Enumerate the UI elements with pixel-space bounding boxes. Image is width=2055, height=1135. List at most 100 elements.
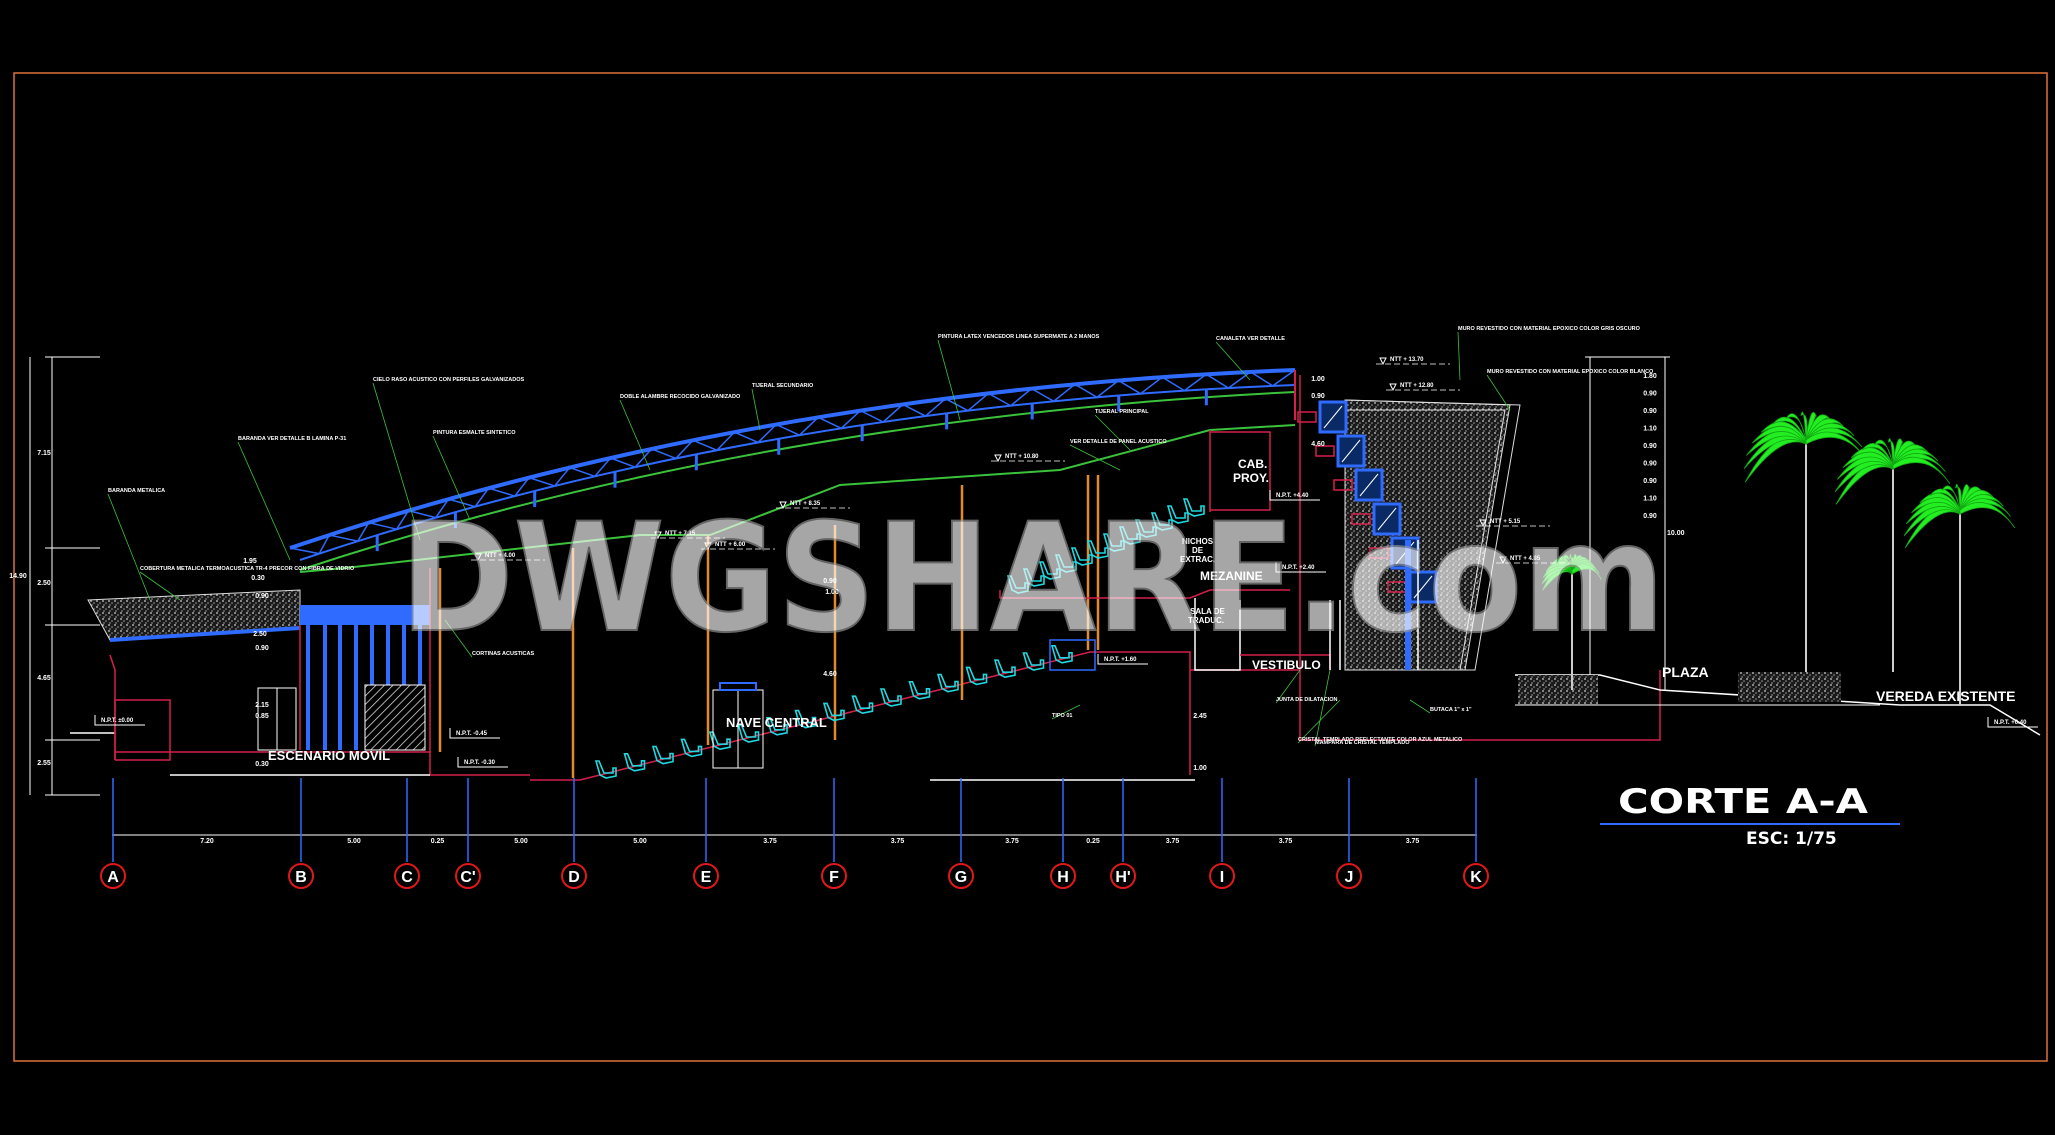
palm-frond: [1571, 563, 1602, 580]
ntt-label: NTT + 12.80: [1400, 383, 1434, 389]
note-leader: [1275, 669, 1301, 704]
note-text: TIJERAL PRINCIPAL: [1095, 409, 1149, 415]
axis-spacing: 3.75: [1279, 838, 1293, 845]
level-triangle: [704, 542, 712, 551]
note-text: CIELO RASO ACUSTICO CON PERFILES GALVANI…: [373, 377, 524, 383]
note-text: MURO REVESTIDO CON MATERIAL EPOXICO COLO…: [1487, 369, 1654, 375]
axis-spacing: 3.75: [1406, 838, 1420, 845]
level-triangle: [994, 454, 1002, 463]
stage-block: [257, 568, 431, 752]
drawing-frame: [13, 72, 2048, 1062]
seat: [851, 695, 874, 715]
truss-web: [860, 409, 884, 423]
truss-web: [1161, 376, 1185, 392]
right-level-value: 0.90: [1643, 461, 1657, 468]
level-triangle: [1479, 519, 1487, 528]
left-level-value: 4.65: [37, 675, 51, 682]
axis-bubble: [394, 863, 420, 889]
mid-level-value: 1.00: [1311, 376, 1325, 383]
truss-web: [967, 392, 989, 412]
truss-web: [1183, 373, 1207, 392]
ntt-label: NTT + 4.00: [485, 553, 516, 559]
right-level-value: 0.90: [1643, 478, 1657, 485]
mid-level-value: 2.15: [255, 702, 269, 709]
note-text: BARANDA METALICA: [108, 488, 165, 494]
level-triangle: [1389, 383, 1397, 392]
room-escenario: ESCENARIO MOVIL: [268, 748, 390, 763]
seat: [708, 731, 731, 751]
truss-web: [988, 392, 1012, 407]
axis-label: I: [1220, 869, 1224, 886]
truss-web: [448, 498, 476, 508]
seat: [1086, 540, 1109, 559]
palm-frond: [1903, 503, 1961, 537]
mid-level-value: 0.90: [823, 578, 837, 585]
seat: [1102, 533, 1125, 552]
note-leader: [1215, 341, 1251, 381]
truss-web: [716, 431, 736, 451]
right-level-dimensions: [1585, 356, 1670, 690]
seat: [1050, 645, 1073, 664]
glass-reflection: [1413, 575, 1433, 599]
seat: [594, 760, 617, 779]
axis-label: H: [1057, 869, 1069, 886]
right-level-value: 1.80: [1643, 373, 1657, 380]
right-level-value: 1.10: [1643, 496, 1657, 503]
note-leader: [432, 435, 471, 521]
seat: [936, 673, 959, 693]
mid-level-value: 1.00: [1193, 765, 1207, 772]
right-level-value: 1.10: [1643, 426, 1657, 433]
seat: [1182, 498, 1205, 517]
note-text: BUTACA 1" x 1": [1430, 707, 1472, 713]
truss-web: [318, 534, 330, 554]
note-text: VER DETALLE DE PANEL ACUSTICO: [1070, 439, 1167, 445]
truss-web: [692, 439, 718, 451]
room-vereda: VEREDA EXISTENTE: [1876, 688, 2016, 704]
seat: [965, 666, 988, 686]
room-plaza: PLAZA: [1662, 664, 1709, 680]
axis-bubble: [1050, 863, 1076, 889]
seat: [623, 753, 646, 772]
left-level-dimensions: [29, 356, 100, 796]
mid-level-value: 4.60: [823, 671, 837, 678]
glass-reflection: [1323, 405, 1343, 429]
note-text: MAMPARA DE CRISTAL TEMPLADO: [1315, 740, 1410, 746]
note-leader: [1314, 669, 1331, 747]
central-door: [712, 682, 764, 769]
axis-bubble: [100, 863, 126, 889]
seat: [651, 745, 674, 765]
mid-level-value: 0.90: [255, 645, 269, 652]
note-text: PINTURA ESMALTE SINTETICO: [433, 430, 516, 436]
note-text: CORTINAS ACUSTICAS: [472, 651, 534, 657]
note-leader: [444, 619, 473, 658]
right-level-value: 0.90: [1643, 408, 1657, 415]
note-text: CANALETA VER DETALLE: [1216, 336, 1285, 342]
axis-label: H': [1115, 869, 1130, 886]
mid-level-value: 0.30: [251, 575, 265, 582]
truss-web: [1118, 379, 1141, 395]
note-leader: [372, 382, 421, 541]
axis-bubble: [693, 863, 719, 889]
level-triangle: [779, 501, 787, 510]
truss-web: [289, 547, 320, 555]
ntt-label: NTT + 8.35: [790, 501, 821, 507]
truss-web: [1227, 371, 1251, 389]
npt-marker: [1275, 562, 1326, 573]
palm-frond: [1772, 416, 1807, 445]
left-level-value: 2.55: [37, 760, 51, 767]
npt-marker: [1097, 654, 1148, 665]
truss-web: [610, 457, 636, 468]
ntt-label: NTT + 4.85: [1510, 556, 1541, 562]
seat: [1150, 512, 1173, 531]
axis-spacing: 5.00: [347, 838, 361, 845]
palm-frond: [1959, 501, 2016, 529]
seat: [1054, 554, 1077, 573]
mid-level-value: 0.90: [1311, 393, 1325, 400]
note-text: COBERTURA METALICA TERMOACUSTICA TR-4 PR…: [140, 566, 355, 572]
facade-step: [1333, 479, 1353, 491]
